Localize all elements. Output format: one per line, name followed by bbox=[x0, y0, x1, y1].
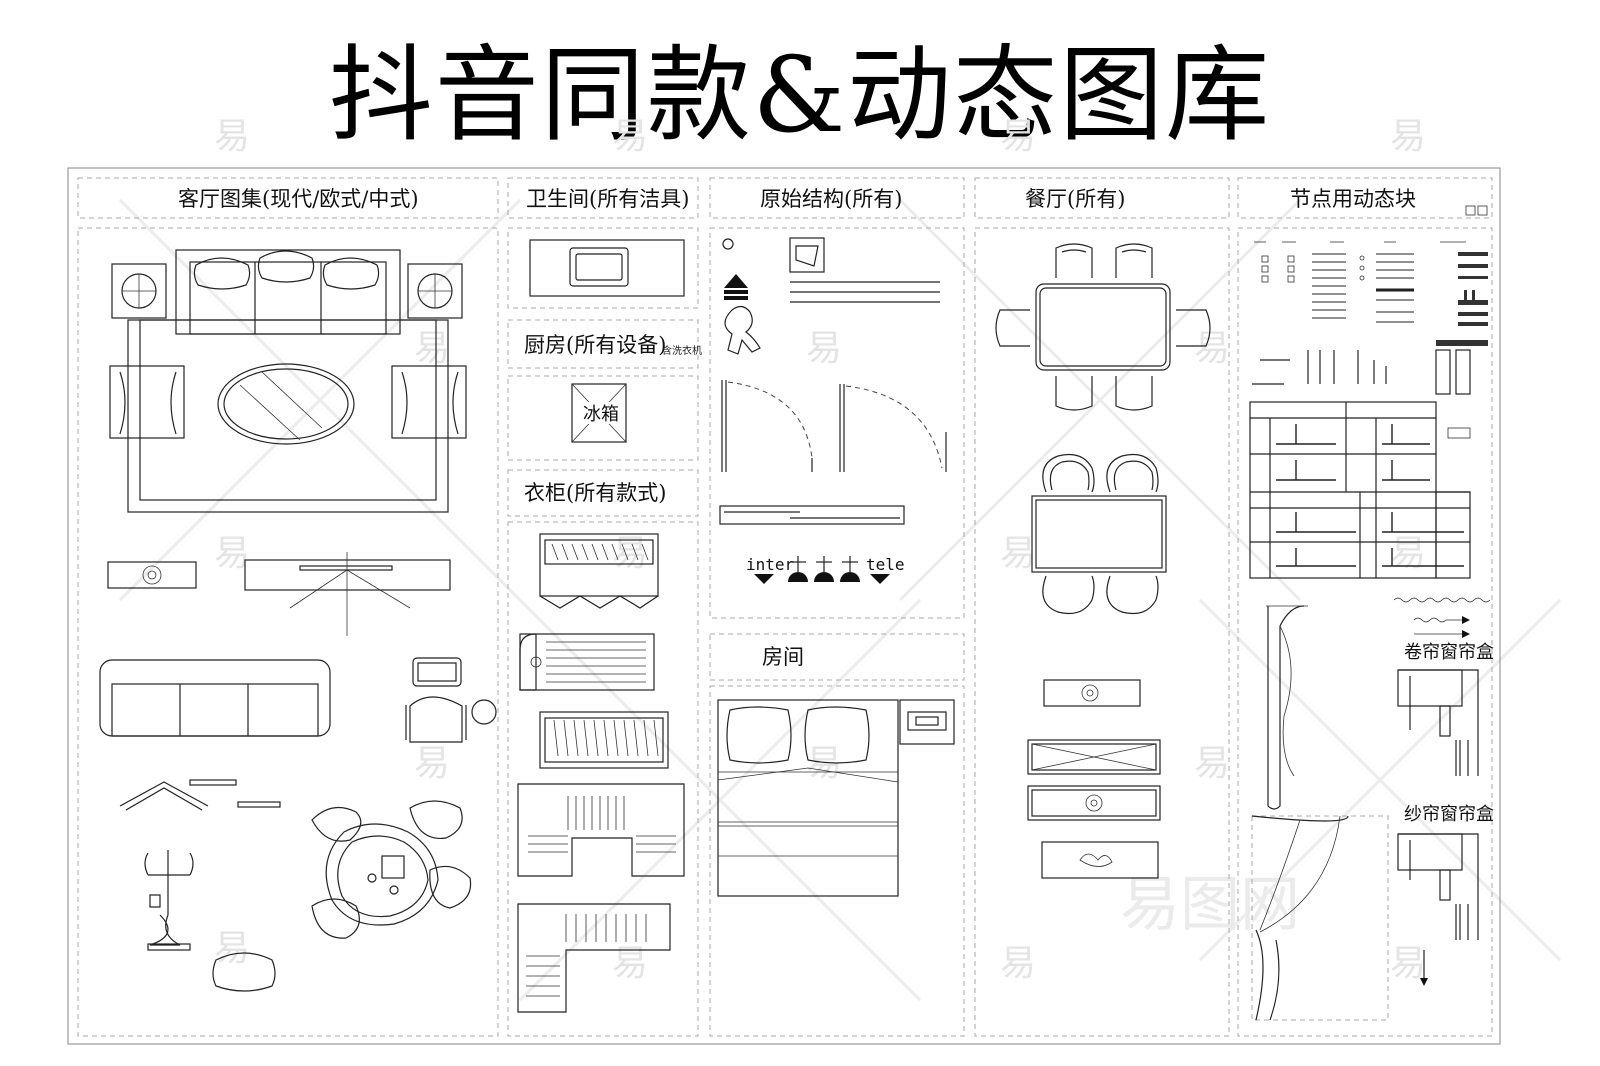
tele-label: tele bbox=[866, 555, 905, 574]
wardrobe-blocks bbox=[517, 533, 685, 1013]
watermark-char: 易 bbox=[1390, 533, 1426, 574]
section-label-kitchen: 厨房(所有设备) bbox=[524, 333, 666, 357]
electrical-symbols: inter tele bbox=[746, 555, 905, 584]
watermark-char: 易 bbox=[414, 743, 450, 784]
watermark-char: 易 bbox=[612, 533, 648, 574]
fridge: 冰箱 bbox=[571, 383, 627, 443]
watermark-char: 易 bbox=[1000, 943, 1036, 984]
living-room-sofa-set bbox=[109, 249, 467, 513]
watermark-char: 易 bbox=[1390, 116, 1426, 157]
watermark-char: 易 bbox=[1194, 328, 1230, 369]
watermark-char: 易 bbox=[1390, 943, 1426, 984]
watermark-char: 易 bbox=[1000, 533, 1036, 574]
three-seat-sofa bbox=[99, 657, 497, 743]
structure-symbols bbox=[722, 237, 940, 355]
small-square-icon bbox=[1465, 205, 1476, 216]
watermark-char: 易 bbox=[1194, 743, 1230, 784]
watermark-char: 易 bbox=[612, 943, 648, 984]
section-frames bbox=[77, 177, 1493, 1037]
door-swings bbox=[719, 380, 947, 525]
sheer-curtain-label: 纱帘窗帘盒 bbox=[1404, 804, 1494, 825]
watermark-char: 易 bbox=[214, 533, 250, 574]
watermark-brand: 易图网 bbox=[1120, 870, 1300, 940]
misc-living-items bbox=[119, 779, 472, 992]
section-label-room: 房间 bbox=[762, 645, 804, 669]
section-label-living-room: 客厅图集(现代/欧式/中式) bbox=[178, 187, 419, 211]
bathroom-vanity bbox=[529, 239, 685, 297]
dining-table-six bbox=[995, 243, 1211, 411]
tv-cabinet bbox=[107, 552, 451, 636]
dining-table-four bbox=[1031, 453, 1167, 615]
watermark-char: 易 bbox=[214, 116, 250, 157]
section-label-original-structure: 原始结构(所有) bbox=[760, 187, 902, 211]
watermark-char: 易 bbox=[1000, 116, 1036, 157]
watermark-char: 易 bbox=[414, 328, 450, 369]
dining-cabinets bbox=[1027, 679, 1161, 879]
bed-plan bbox=[717, 699, 955, 897]
watermark-char: 易 bbox=[612, 116, 648, 157]
watermark-char: 易 bbox=[214, 928, 250, 969]
watermark-char: 易 bbox=[806, 328, 842, 369]
section-label-wardrobe: 衣柜(所有款式) bbox=[524, 481, 666, 505]
section-label-dining: 餐厅(所有) bbox=[1025, 187, 1125, 211]
washer-label: 含洗衣机 bbox=[662, 344, 702, 357]
small-square-icon bbox=[1477, 205, 1488, 216]
curtain-details: 卷帘窗帘盒 纱帘窗帘盒 bbox=[1251, 597, 1494, 1021]
fridge-label: 冰箱 bbox=[583, 404, 619, 425]
section-label-bathroom: 卫生间(所有洁具) bbox=[526, 187, 689, 211]
page-title: 抖音同款&动态图库 bbox=[328, 34, 1272, 156]
roller-blind-label: 卷帘窗帘盒 bbox=[1404, 642, 1494, 663]
inter-label: inter bbox=[746, 555, 795, 574]
outer-frame bbox=[67, 167, 1501, 1045]
watermark-layer: 易 易 易 易 易 易 易 易 易 易 易 易 易 易 易 易 易 易 易图网 bbox=[118, 116, 1562, 1002]
node-legend-grid bbox=[1249, 241, 1488, 579]
section-label-node-blocks: 节点用动态块 bbox=[1290, 187, 1416, 211]
